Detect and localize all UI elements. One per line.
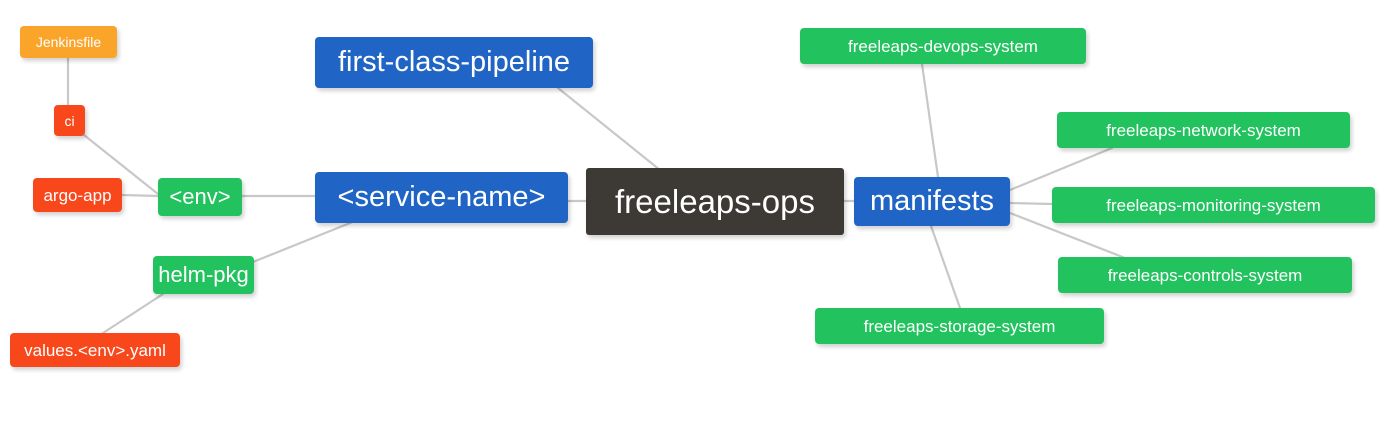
edge-values-helm-pkg xyxy=(101,292,165,335)
node-label-freeleaps-storage-system: freeleaps-storage-system xyxy=(863,316,1056,336)
edge-manifests-network-system xyxy=(1008,146,1114,192)
node-label-freeleaps-controls-system: freeleaps-controls-system xyxy=(1107,265,1303,285)
node-manifests[interactable]: manifests xyxy=(854,177,1010,226)
edge-manifests-storage-system xyxy=(929,224,962,310)
node-label-argo-app: argo-app xyxy=(43,185,112,205)
node-label-freeleaps-monitoring-system: freeleaps-monitoring-system xyxy=(1106,195,1321,215)
edge-manifests-monitoring-system xyxy=(1008,201,1054,206)
node-freeleaps-controls-system[interactable]: freeleaps-controls-system xyxy=(1058,257,1352,293)
node-freeleaps-ops[interactable]: freeleaps-ops xyxy=(586,168,844,235)
edge-argo-app-env xyxy=(120,193,160,198)
node-helm-pkg[interactable]: helm-pkg xyxy=(153,256,254,294)
node-freeleaps-devops-system[interactable]: freeleaps-devops-system xyxy=(800,28,1086,64)
node-label-service-name: <service-name> xyxy=(337,181,546,213)
node-label-manifests: manifests xyxy=(869,185,995,217)
node-label-jenkinsfile: Jenkinsfile xyxy=(35,34,102,50)
node-label-values-env-yaml: values.<env>.yaml xyxy=(24,340,166,360)
node-jenkinsfile[interactable]: Jenkinsfile xyxy=(20,26,117,58)
node-freeleaps-network-system[interactable]: freeleaps-network-system xyxy=(1057,112,1350,148)
node-label-helm-pkg: helm-pkg xyxy=(158,262,249,287)
node-label-env: <env> xyxy=(169,184,231,209)
node-first-class-pipeline[interactable]: first-class-pipeline xyxy=(315,37,593,88)
node-freeleaps-storage-system[interactable]: freeleaps-storage-system xyxy=(815,308,1104,344)
node-ci[interactable]: ci xyxy=(54,105,85,136)
node-service-name[interactable]: <service-name> xyxy=(315,172,568,223)
node-label-freeleaps-devops-system: freeleaps-devops-system xyxy=(848,36,1038,56)
node-label-freeleaps-network-system: freeleaps-network-system xyxy=(1106,120,1301,140)
node-values-env-yaml[interactable]: values.<env>.yaml xyxy=(10,333,180,367)
edge-first-class-pipeline-root xyxy=(556,86,662,172)
node-env[interactable]: <env> xyxy=(158,178,242,216)
edge-helm-pkg-service-name xyxy=(251,219,357,264)
edge-manifests-devops-system xyxy=(920,62,940,179)
node-label-first-class-pipeline: first-class-pipeline xyxy=(337,46,571,78)
node-label-freeleaps-ops: freeleaps-ops xyxy=(615,183,815,220)
node-label-ci: ci xyxy=(64,112,75,129)
node-argo-app[interactable]: argo-app xyxy=(33,178,122,212)
node-freeleaps-monitoring-system[interactable]: freeleaps-monitoring-system xyxy=(1052,187,1375,223)
